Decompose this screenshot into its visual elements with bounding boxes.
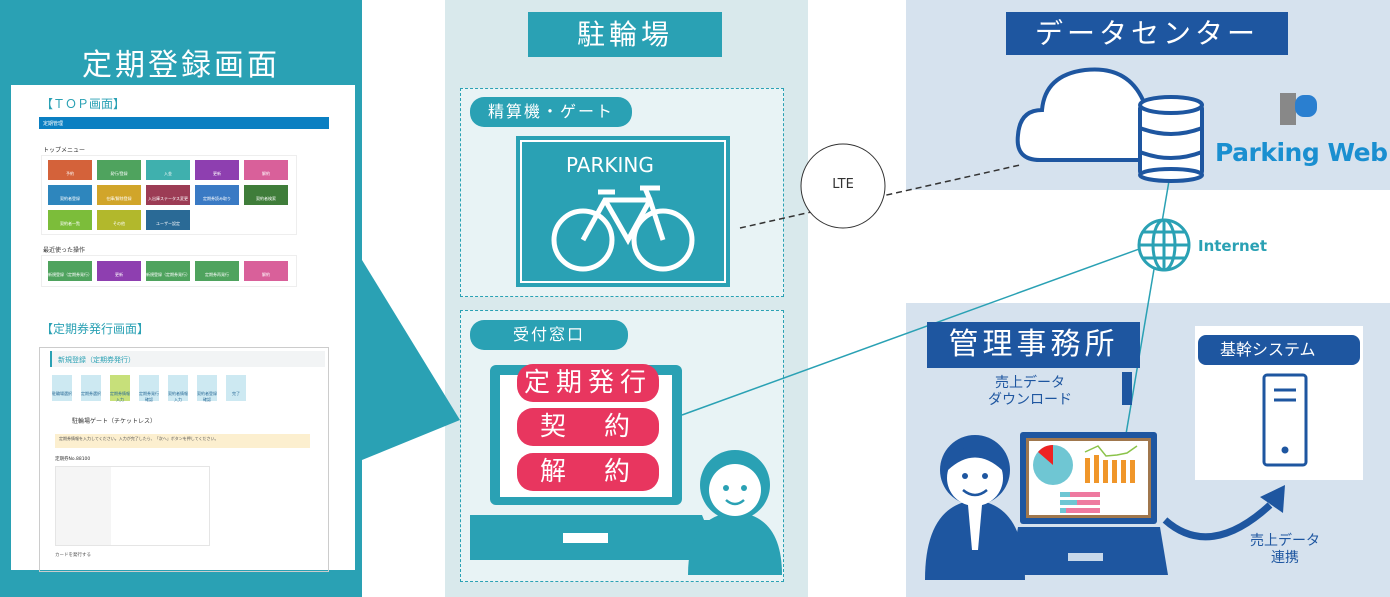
recent-tile[interactable]: 解約 — [244, 261, 288, 281]
step-item: 定期券発行確認 — [139, 375, 159, 402]
menu-tile[interactable]: その他 — [97, 210, 141, 230]
parkingweb-logo-icon — [1280, 93, 1317, 125]
step-item: 契約者情報入力 — [168, 375, 188, 402]
parking-title: 駐輪場 — [528, 12, 722, 57]
link-label-line1: 売上データ — [1250, 533, 1320, 549]
download-label-line1: 売上データ — [995, 375, 1065, 391]
issue-screen: 新規登録（定期券発行） 駐輪場選択定期券選択定期券情報入力定期券発行確認契約者情… — [39, 347, 329, 572]
recent-heading: 最近使った操作 — [43, 247, 86, 254]
top-screen-label: 【ＴＯＰ画面】 — [41, 97, 126, 111]
recent-tile[interactable]: 定期券再発行 — [195, 261, 239, 281]
link-label: 売上データ連携 — [1245, 533, 1325, 567]
menu-tile[interactable]: 更新 — [195, 160, 239, 180]
lte-label: LTE — [832, 177, 854, 192]
top-menu-heading: トップメニュー — [43, 147, 86, 154]
menu-tile[interactable]: 入金 — [146, 160, 190, 180]
menu-tile[interactable]: 契約者検索 — [244, 185, 288, 205]
link-arrow — [1162, 502, 1273, 541]
datacenter-title: データセンター — [1006, 12, 1288, 55]
database-icon — [1138, 95, 1204, 183]
panel-title: 定期登録画面 — [82, 48, 280, 83]
office-title: 管理事務所 — [927, 322, 1140, 368]
menu-tile[interactable]: 定期券読み取り — [195, 185, 239, 205]
ticket-number: 定期券No.88100 — [55, 457, 91, 462]
menu-tile[interactable]: ユーザー設定 — [146, 210, 190, 230]
recent-grid: 新規登録（定期券発行）更新新規登録（定期券発行）定期券再発行解約 — [41, 255, 297, 287]
gate-label: 精算機・ゲート — [470, 97, 632, 127]
issue-header: 新規登録（定期券発行） — [50, 351, 325, 367]
receptionist-icon — [688, 450, 782, 575]
step-item: 契約者登録確認 — [197, 375, 217, 402]
download-label-line2: ダウンロード — [988, 392, 1072, 408]
menu-tile[interactable]: 解約 — [244, 160, 288, 180]
gate-title: 駐輪場ゲート（チケットレス） — [72, 418, 157, 425]
recent-tile[interactable]: 新規登録（定期券発行） — [146, 261, 190, 281]
issue-screen-label: 【定期券発行画面】 — [41, 322, 150, 336]
lte-node — [800, 143, 886, 229]
menu-tile[interactable]: 契約者一覧 — [48, 210, 92, 230]
step-item: 完了 — [226, 375, 246, 401]
parking-sign-text: PARKING — [566, 153, 654, 177]
cancel-contract-button[interactable]: 解 約 — [517, 453, 659, 491]
notice-box: 定期券情報を入力してください。入力が完了したら、「次へ」ボタンを押してください。 — [55, 434, 310, 448]
operator-icon — [925, 435, 1025, 580]
menu-tile[interactable]: 在庫/解除登録 — [97, 185, 141, 205]
top-menu-grid: 予約発行/登録入金更新解約契約者登録在庫/解除登録入出庫ステータス変更定期券読み… — [41, 155, 297, 235]
bicycle-icon — [551, 185, 695, 272]
contract-button[interactable]: 契 約 — [517, 408, 659, 446]
server-icon — [1262, 373, 1308, 467]
globe-icon — [1137, 218, 1191, 272]
callout-arrow — [362, 260, 460, 460]
office-laptop-icon — [1010, 432, 1168, 575]
step-item: 定期券選択 — [81, 375, 101, 401]
internet-line-counter — [681, 239, 1165, 416]
step-indicator: 駐輪場選択定期券選択定期券情報入力定期券発行確認契約者情報入力契約者登録確認完了 — [52, 375, 328, 402]
recent-tile[interactable]: 新規登録（定期券発行） — [48, 261, 92, 281]
step-item: 定期券情報入力 — [110, 375, 130, 402]
menu-tile[interactable]: 発行/登録 — [97, 160, 141, 180]
app-header-bar: 定期管理 — [39, 117, 329, 129]
download-label: 売上データダウンロード — [975, 375, 1085, 409]
recent-tile[interactable]: 更新 — [97, 261, 141, 281]
menu-tile[interactable]: 契約者登録 — [48, 185, 92, 205]
step-item: 駐輪場選択 — [52, 375, 72, 401]
core-system-label: 基幹システム — [1198, 335, 1360, 365]
counter-label: 受付窓口 — [470, 320, 628, 350]
internet-label: Internet — [1198, 237, 1268, 255]
link-label-line2: 連携 — [1271, 550, 1299, 566]
card-option-checkbox[interactable]: カードを発行する — [55, 553, 91, 558]
menu-tile[interactable]: 入出庫ステータス変更 — [146, 185, 190, 205]
screenshots-area: 【ＴＯＰ画面】 定期管理 トップメニュー 予約発行/登録入金更新解約契約者登録在… — [11, 85, 355, 572]
menu-tile[interactable]: 予約 — [48, 160, 92, 180]
form-table — [55, 466, 210, 546]
issue-pass-button[interactable]: 定期発行 — [517, 364, 659, 402]
parkingweb-logo: Parking Web — [1215, 138, 1388, 167]
parking-sign — [516, 136, 730, 287]
